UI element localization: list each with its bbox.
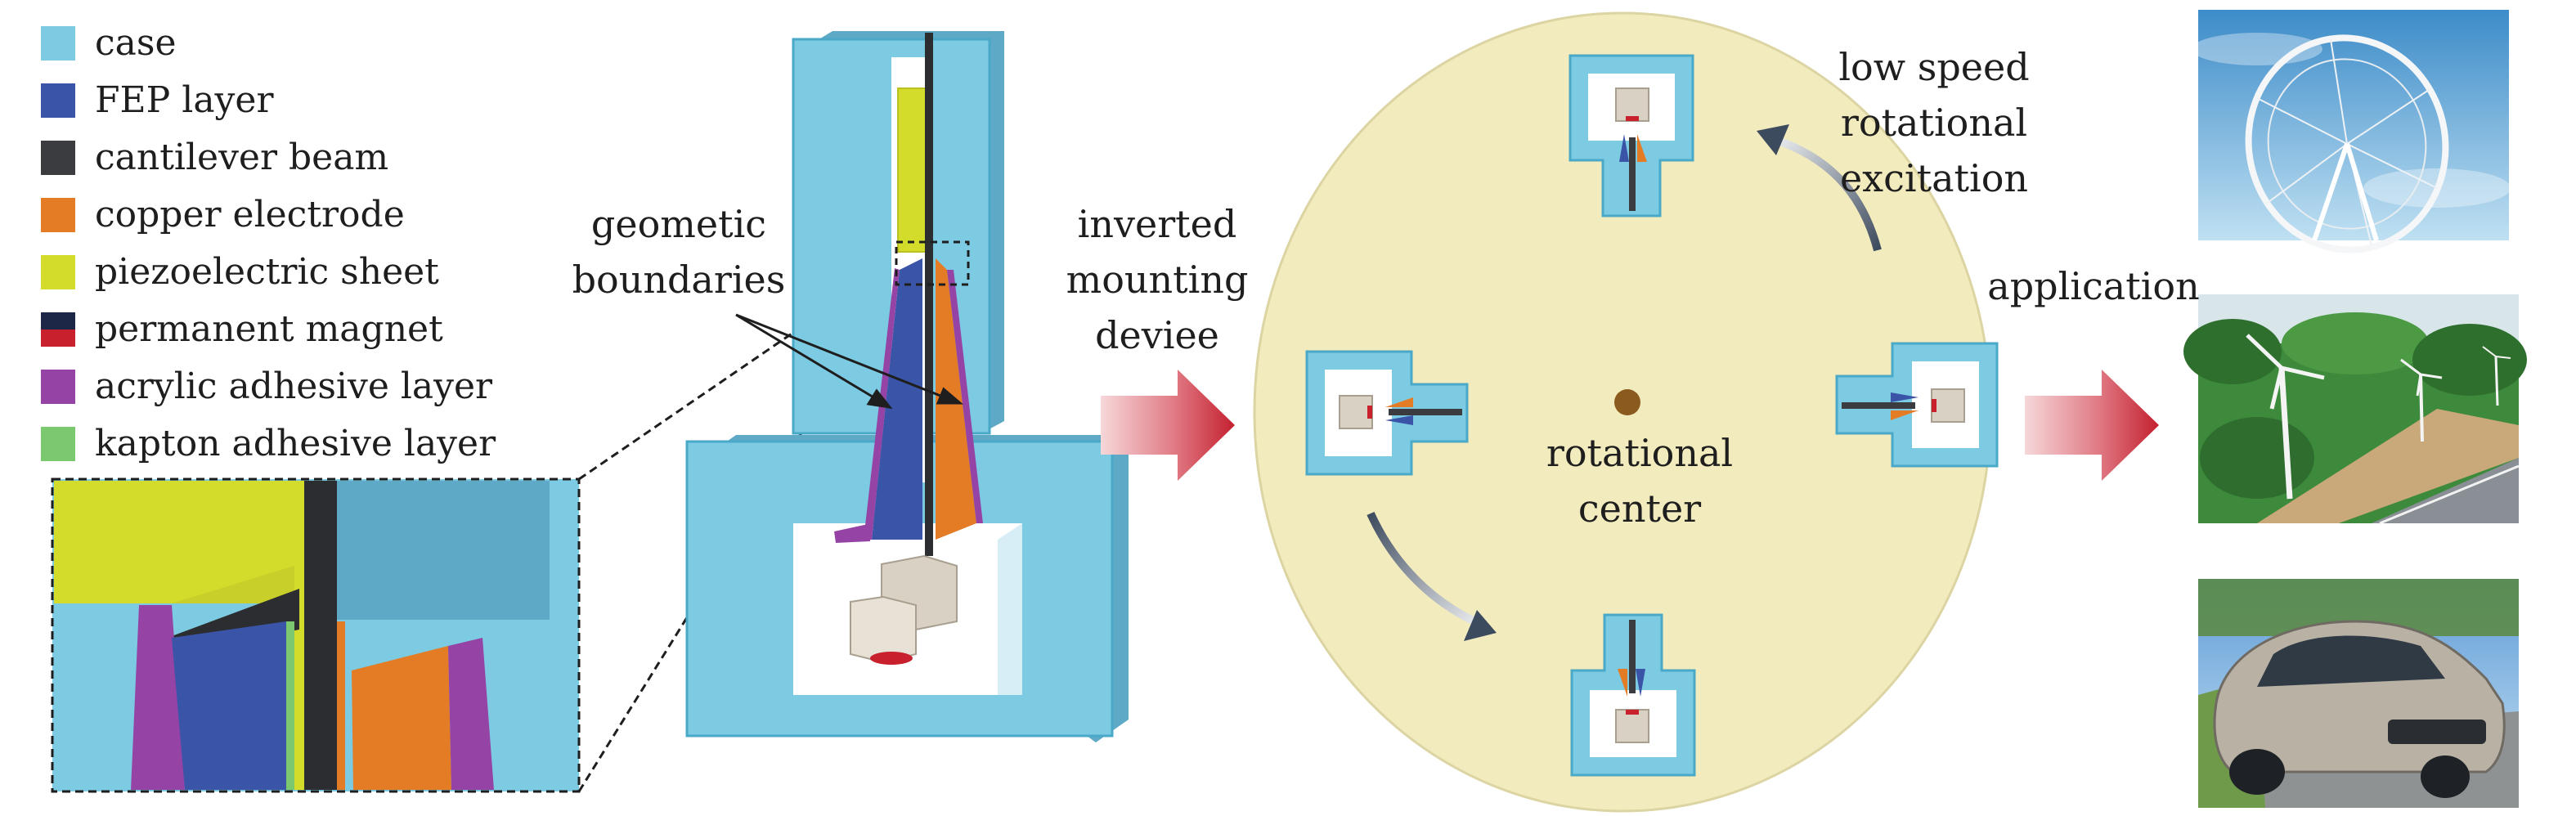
legend-item-fep-layer: FEP layer <box>41 72 496 129</box>
zoom-inset <box>51 477 581 793</box>
low-speed-excitation-label: low speed rotational excitation <box>1807 39 2061 206</box>
speed-line-1: low speed <box>1838 45 2030 89</box>
legend-swatch <box>41 198 75 232</box>
legend-item-copper-electrode: copper electrode <box>41 186 496 244</box>
inverted-mounting-label: inverted mounting deviee <box>1047 196 1268 363</box>
flow-arrow-2 <box>2025 370 2159 481</box>
legend-label: case <box>95 22 177 64</box>
inverted-line-2: mounting <box>1066 258 1249 302</box>
rotational-center-dot <box>1614 389 1640 415</box>
legend-item-piezoelectric-sheet: piezoelectric sheet <box>41 244 496 301</box>
legend-swatch <box>41 83 75 118</box>
flow-arrow-1 <box>1101 370 1235 481</box>
wind-turbines-photo <box>2183 294 2527 525</box>
legend-label: kapton adhesive layer <box>95 423 496 464</box>
legend-swatch <box>41 26 75 61</box>
legend-swatch <box>41 312 75 347</box>
center-line-1: rotational <box>1546 431 1734 475</box>
legend-swatch <box>41 370 75 404</box>
legend-label: piezoelectric sheet <box>95 251 439 293</box>
boundaries-line-2: boundaries <box>572 258 786 302</box>
inverted-line-1: inverted <box>1077 202 1237 246</box>
legend-swatch <box>41 255 75 289</box>
legend-item-permanent-magnet: permanent magnet <box>41 301 496 358</box>
legend-label: FEP layer <box>95 79 274 121</box>
rotational-center-label: rotational center <box>1529 425 1750 536</box>
inverted-line-3: deviee <box>1095 313 1219 357</box>
center-line-2: center <box>1577 486 1702 531</box>
car-photo <box>2198 579 2519 808</box>
ferris-wheel-photo <box>2192 10 2511 253</box>
detail-marker-box <box>895 240 970 286</box>
geometric-boundaries-label: geometic boundaries <box>556 196 801 307</box>
legend-label: cantilever beam <box>95 137 389 178</box>
legend-item-case: case <box>41 15 496 72</box>
device-3d-model <box>685 31 1129 742</box>
rotation-arrow-bottom <box>1367 511 1483 629</box>
legend-label: permanent magnet <box>95 308 443 350</box>
boundaries-pointer-arrows <box>735 313 964 410</box>
boundaries-line-1: geometic <box>590 202 767 246</box>
legend-label: acrylic adhesive layer <box>95 365 493 407</box>
legend-item-cantilever-beam: cantilever beam <box>41 129 496 186</box>
speed-line-3: excitation <box>1839 156 2029 200</box>
rotation-arrow-top <box>1771 135 1882 252</box>
legend-item-kapton-adhesive: kapton adhesive layer <box>41 415 496 473</box>
legend-item-acrylic-adhesive: acrylic adhesive layer <box>41 358 496 415</box>
speed-line-2: rotational <box>1840 101 2028 145</box>
legend-swatch <box>41 427 75 461</box>
rotating-disk <box>1253 11 1999 813</box>
legend: case FEP layer cantilever beam copper el… <box>41 15 496 473</box>
legend-swatch <box>41 141 75 175</box>
legend-label: copper electrode <box>95 194 405 235</box>
application-label: application <box>1987 264 2200 308</box>
